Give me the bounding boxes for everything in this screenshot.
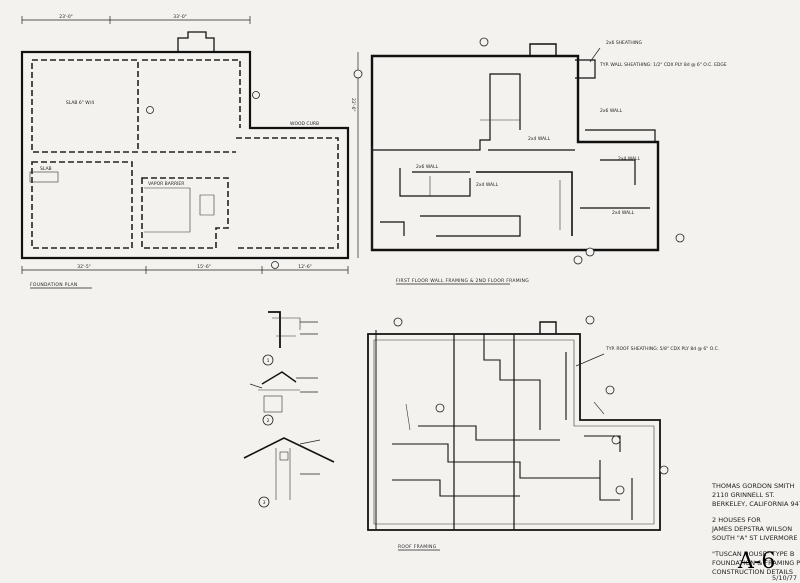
project-line-3: SOUTH "A" ST LIVERMORE CA: [712, 534, 800, 542]
foundation-dim-bottom-1: 32'-5": [77, 264, 91, 270]
foundation-room-label: SLAB 6" W/4: [66, 100, 94, 106]
foundation-dim-top-2: 33'-0": [173, 14, 187, 20]
first-floor-wall-label-5: 2x4 WALL: [618, 156, 641, 162]
detail-marker-2: 2: [267, 418, 270, 424]
foundation-dim-bottom-2: 15'-6": [197, 264, 211, 270]
first-floor-note-a: 2x6 SHEATHING: [606, 40, 642, 46]
detail-marker-3: 3: [263, 500, 266, 506]
foundation-plan-title: FOUNDATION PLAN: [30, 282, 78, 288]
first-floor-wall-label-6: 2x4 WALL: [612, 210, 635, 216]
sheet-description-2: CONSTRUCTION DETAILS: [712, 568, 793, 576]
project-line-2: JAMES DEPSTRA WILSON: [711, 525, 792, 533]
architect-address-1: 2110 GRINNELL ST.: [712, 491, 775, 499]
sheet-number: A-6: [737, 549, 775, 574]
project-line-1: 2 HOUSES FOR: [712, 516, 761, 524]
foundation-entry-label: VAPOR BARRIER: [148, 181, 184, 187]
first-floor-wall-label-2: 2x6 WALL: [416, 164, 439, 170]
sheet-date: 5/10/77: [772, 574, 797, 582]
foundation-dim-top-1: 23'-0": [59, 14, 73, 20]
first-floor-note-b: TYP. WALL SHEATHING: 1/2" CDX PLY 8d @ 6…: [599, 62, 727, 68]
first-floor-plan-title: FIRST FLOOR WALL FRAMING & 2ND FLOOR FRA…: [396, 278, 529, 284]
roof-note: TYP. ROOF SHEATHING: 5/8" CDX PLY 8d @ 6…: [605, 346, 719, 352]
house-name: "TUSCAN HOUSE" TYPE B: [712, 550, 794, 558]
first-floor-wall-label-3: 2x4 WALL: [476, 182, 499, 188]
foundation-crawl-label: SLAB: [40, 166, 52, 172]
foundation-plan: SLAB 6" W/4 SLAB VAPOR BARRIER WOOD CURB…: [20, 14, 359, 289]
architect-address-2: BERKELEY, CALIFORNIA 94702: [712, 500, 800, 508]
foundation-dim-right: 22'-6": [350, 98, 356, 112]
construction-details: 1 2 3: [243, 311, 335, 508]
first-floor-wall-label-4: 2x6 WALL: [600, 108, 623, 114]
title-block: THOMAS GORDON SMITH 2110 GRINNELL ST. BE…: [711, 482, 800, 582]
detail-marker-1: 1: [267, 358, 270, 364]
roof-framing-plan: TYP. ROOF SHEATHING: 5/8" CDX PLY 8d @ 6…: [367, 315, 719, 551]
roof-plan-title: ROOF FRAMING: [398, 544, 437, 550]
first-floor-framing-plan: 2x4 WALL 2x6 WALL 2x4 WALL 2x6 WALL 2x4 …: [353, 37, 727, 285]
first-floor-wall-label-1: 2x4 WALL: [528, 136, 551, 142]
architect-name: THOMAS GORDON SMITH: [711, 482, 795, 490]
foundation-note-label: WOOD CURB: [290, 121, 319, 127]
foundation-dim-bottom-3: 12'-6": [298, 264, 312, 270]
sheet-description-1: FOUNDATION & FRAMING PLANS: [712, 559, 800, 567]
